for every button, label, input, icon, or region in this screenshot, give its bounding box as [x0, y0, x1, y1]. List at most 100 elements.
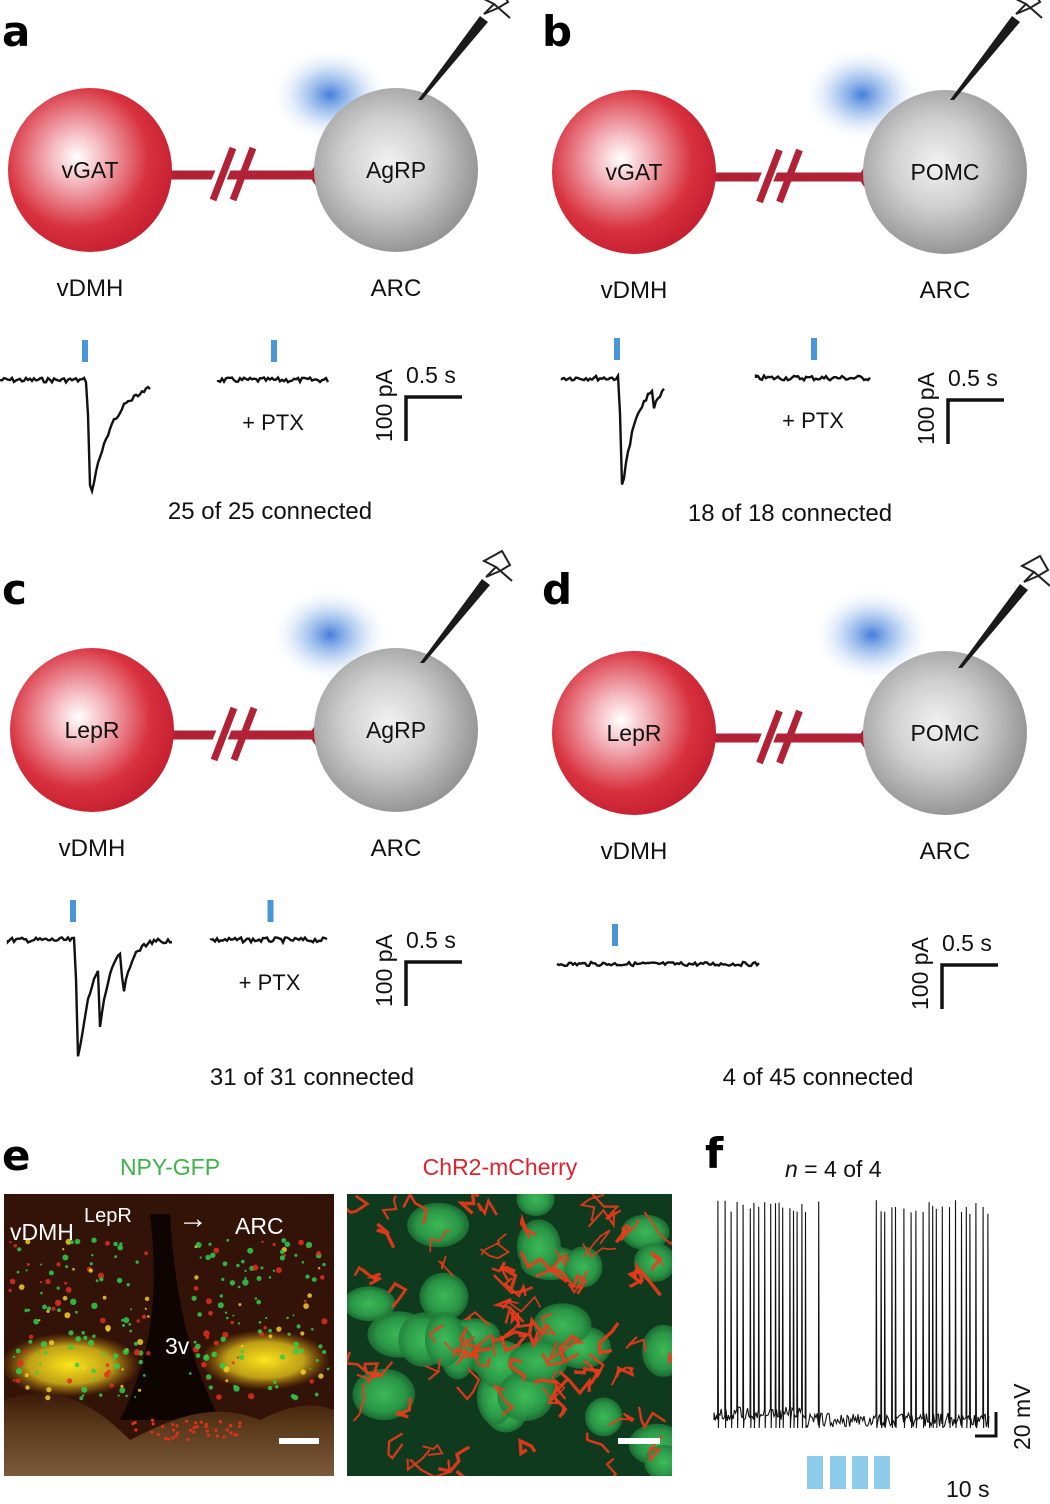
current-trace: [6, 935, 173, 1057]
presynaptic-cell: [552, 90, 716, 254]
presynaptic-region-label: vDMH: [601, 277, 668, 304]
recording-pipette-icon: [958, 584, 1028, 668]
membrane-potential-trace: [713, 1200, 990, 1429]
electrode-holder-icon: [1019, 554, 1050, 587]
light-pulse-marker-ptx: [811, 338, 817, 360]
presynaptic-region-label: vDMH: [601, 838, 668, 865]
postsynaptic-cell-label: AgRP: [366, 717, 426, 743]
current-trace: [560, 371, 665, 485]
postsynaptic-cell: [863, 651, 1027, 815]
presynaptic-cell-label: LepR: [65, 717, 120, 743]
panel-label-d: d: [542, 565, 572, 614]
light-pulse-marker: [70, 900, 76, 922]
light-pulse-marker-ptx: [271, 340, 277, 362]
axon-break-mark: [209, 146, 237, 202]
postsynaptic-cell-label: AgRP: [366, 157, 426, 183]
scale-bar: [404, 960, 462, 1006]
current-trace: [0, 375, 151, 496]
light-pulse-marker: [612, 924, 618, 946]
presynaptic-region-label: vDMH: [57, 275, 124, 302]
light-stim-pulse: [852, 1456, 868, 1489]
axon-break-mark: [756, 148, 783, 204]
scale-bar-f: [975, 1412, 998, 1438]
panel-label-a: a: [2, 7, 30, 56]
presynaptic-cell: [10, 648, 174, 812]
light-pulse-marker-ptx: [267, 900, 274, 922]
postsynaptic-region-label: ARC: [920, 277, 971, 304]
recording-pipette-icon: [418, 16, 488, 100]
chr2-mcherry-title: ChR2-mCherry: [423, 1154, 578, 1180]
electrode-holder-icon: [481, 549, 513, 582]
scale-y-label-f: 20 mV: [1009, 1383, 1035, 1450]
presynaptic-cell-label: vGAT: [605, 159, 662, 185]
recording-pipette-icon: [420, 579, 490, 663]
postsynaptic-cell: [314, 648, 478, 812]
light-pulse-marker: [82, 340, 88, 362]
light-stim-pulse: [807, 1456, 823, 1489]
axon-break-mark: [756, 709, 783, 765]
connected-count: 18 of 18 connected: [688, 500, 892, 527]
n-count-text: = 4 of 4: [798, 1156, 882, 1182]
scale-x-label: 0.5 s: [406, 927, 456, 953]
micrograph-npy-gfp: vDMH LepR → ARC 3v: [4, 1194, 334, 1476]
presynaptic-cell-label: vGAT: [61, 157, 118, 183]
panel-label-f: f: [705, 1129, 724, 1178]
current-trace-ptx: [754, 373, 871, 383]
scale-bar: [404, 395, 462, 441]
ptx-label: + PTX: [239, 970, 301, 995]
postsynaptic-region-label: ARC: [371, 835, 422, 862]
panel-label-c: c: [2, 565, 27, 614]
axon-break-mark: [776, 148, 803, 204]
panel-f: f n = 4 of 4 20 mV 10 s: [705, 1129, 1035, 1502]
postsynaptic-cell: [314, 88, 478, 252]
electrode-holder-icon: [1015, 0, 1043, 19]
ptx-label: + PTX: [242, 410, 304, 435]
n-count-label: n = 4 of 4: [785, 1156, 882, 1182]
connected-count: 4 of 45 connected: [723, 1064, 914, 1091]
light-cone: [270, 582, 390, 678]
light-stim-pulse: [830, 1456, 846, 1489]
scale-x-label: 0.5 s: [942, 930, 992, 956]
current-trace-ptx: [209, 935, 328, 946]
scale-y-label: 100 pA: [907, 936, 933, 1010]
scale-bar: [946, 398, 1004, 444]
npy-gfp-title: NPY-GFP: [120, 1154, 220, 1180]
axon-break-mark: [230, 706, 258, 762]
scale-y-label: 100 pA: [913, 371, 939, 445]
scale-x-label: 0.5 s: [406, 362, 456, 388]
panel-label-e: e: [2, 1131, 31, 1180]
postsynaptic-cell: [863, 90, 1027, 254]
ptx-label: + PTX: [782, 408, 844, 433]
micrograph-chr2-mcherry: [347, 1194, 672, 1476]
presynaptic-cell: [8, 88, 172, 252]
panel-label-b: b: [542, 7, 572, 56]
lepr-superscript: LepR: [84, 1205, 132, 1227]
scale-x-label-f: 10 s: [946, 1476, 989, 1502]
presynaptic-cell: [552, 651, 716, 815]
scale-bar: [618, 1438, 660, 1444]
current-trace-ptx: [216, 375, 330, 385]
presynaptic-cell-label: LepR: [607, 720, 662, 746]
connected-count: 25 of 25 connected: [168, 498, 372, 525]
light-stim-pulse: [874, 1456, 890, 1489]
arrow-right-icon: →: [178, 1202, 208, 1235]
panel-e: e NPY-GFP ChR2-mCherry vDMH LepR → ARC 3…: [2, 1131, 672, 1476]
light-cone: [812, 582, 932, 678]
postsynaptic-region-label: ARC: [371, 275, 422, 302]
scale-bar: [940, 963, 998, 1009]
scale-bar: [279, 1438, 319, 1444]
scale-y-label: 100 pA: [371, 933, 397, 1007]
n-italic: n: [785, 1156, 798, 1182]
scale-x-label: 0.5 s: [948, 365, 998, 391]
presynaptic-region-label: vDMH: [59, 835, 126, 862]
electrode-holder-icon: [483, 0, 511, 19]
third-ventricle-label: 3v: [165, 1333, 190, 1359]
axon-break-mark: [776, 709, 803, 765]
light-stimulation-bars: [807, 1456, 890, 1489]
axon-break-mark: [210, 706, 238, 762]
axon-break-mark: [229, 146, 257, 202]
